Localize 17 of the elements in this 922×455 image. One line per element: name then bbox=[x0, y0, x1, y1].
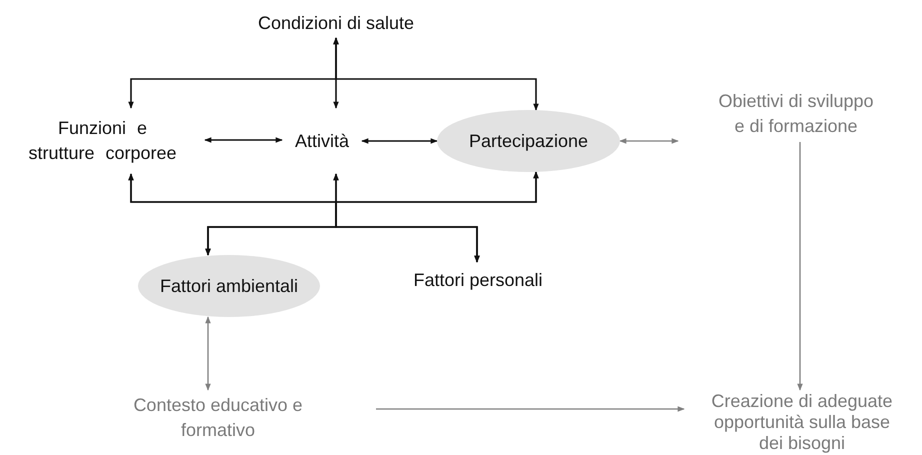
arrow bbox=[619, 138, 679, 144]
node-label: Fattori personali bbox=[413, 268, 543, 292]
node-label: Creazione di adeguate opportunità sulla base dei bisogni bbox=[710, 390, 894, 454]
node-label: Contesto educativo e formativo bbox=[132, 394, 304, 442]
node-label: Attività bbox=[294, 130, 350, 152]
arrow bbox=[797, 142, 803, 391]
arrow bbox=[361, 138, 438, 144]
arrow bbox=[376, 406, 685, 412]
node-label: Obiettivi di sviluppo e di formazione bbox=[717, 90, 875, 138]
node-label: Condizioni di salute bbox=[258, 12, 414, 34]
node-label: Funzioni e strutture corporee bbox=[27, 117, 178, 165]
ellipse-node: Fattori ambientali bbox=[138, 255, 320, 317]
arrow bbox=[204, 137, 283, 143]
ellipse-node: Partecipazione bbox=[437, 110, 620, 172]
arrow bbox=[333, 37, 539, 111]
arrow bbox=[335, 171, 539, 263]
arrow bbox=[205, 316, 211, 391]
